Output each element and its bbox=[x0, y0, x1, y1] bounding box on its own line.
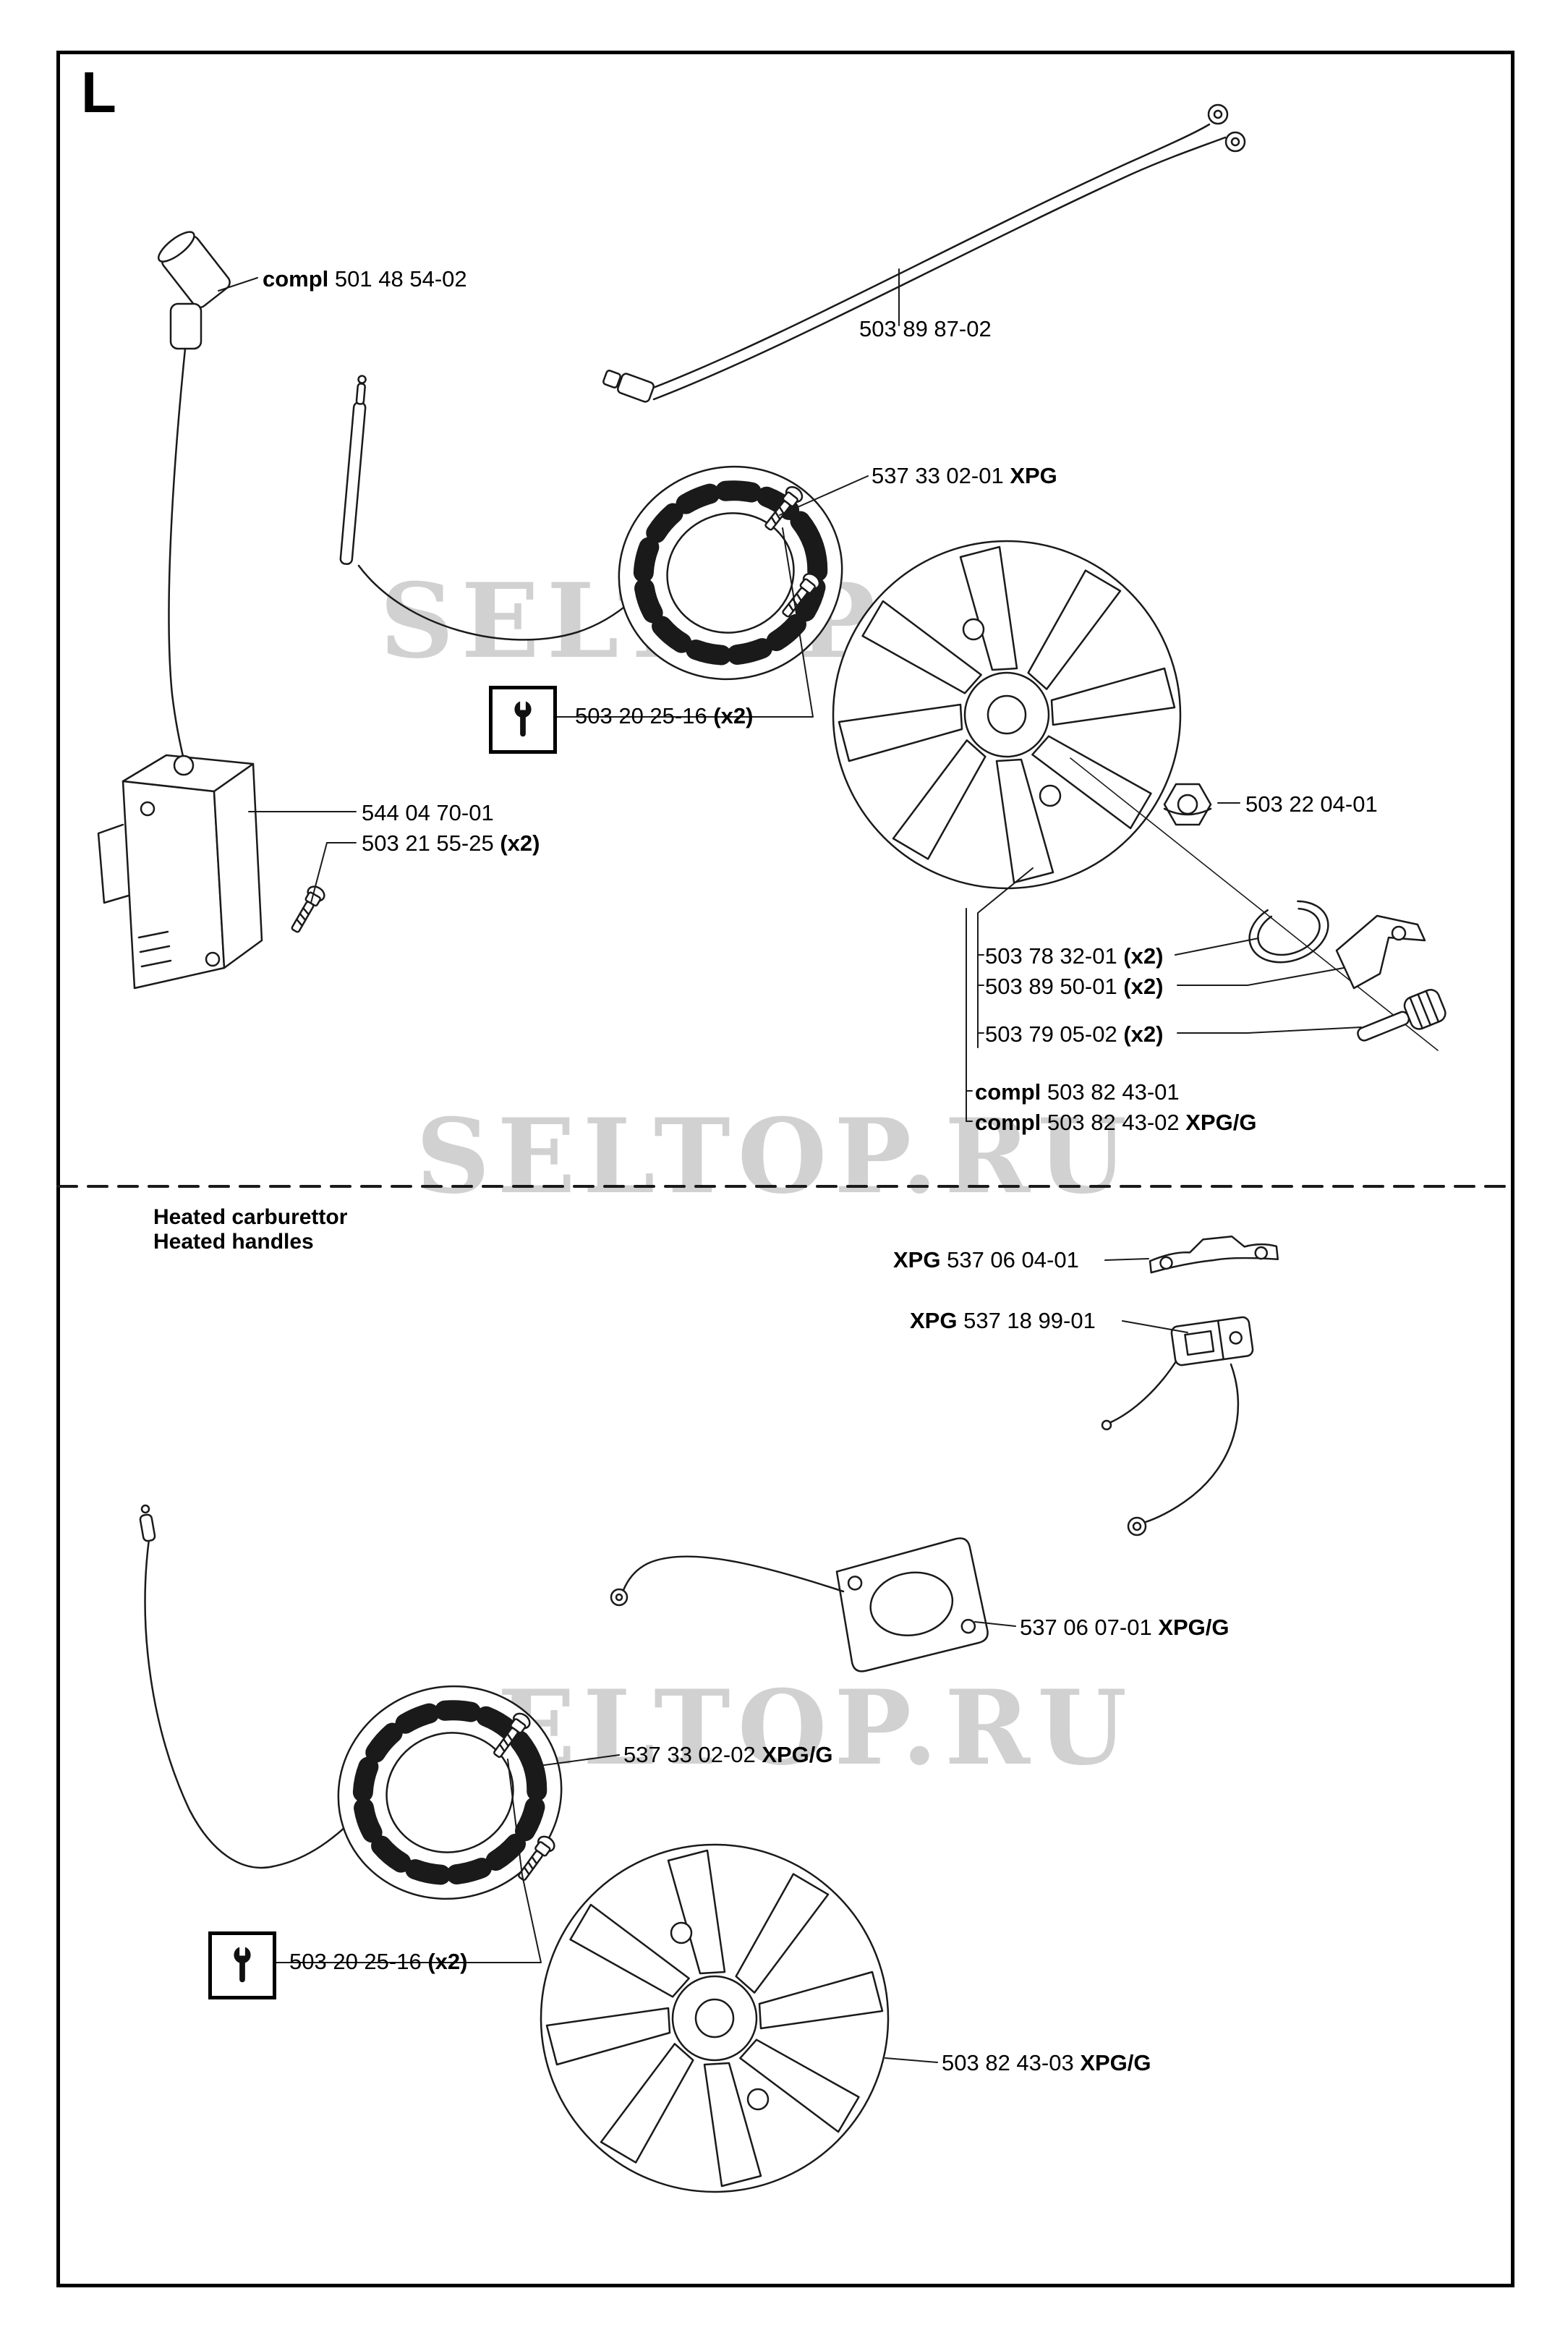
part-label-suffix: XPG bbox=[1003, 463, 1057, 488]
tool-callout-box bbox=[489, 686, 557, 754]
part-number: 503 89 50-01 bbox=[985, 974, 1117, 999]
part-label-prefix: compl bbox=[263, 266, 335, 292]
bottom-section-heading: Heated carburettor Heated handles bbox=[153, 1205, 347, 1254]
pawl-drawing bbox=[1335, 914, 1426, 990]
wire-harness-drawing bbox=[602, 103, 1246, 403]
part-label-nut: 503 22 04-01 bbox=[1245, 791, 1378, 817]
stator-ring-drawing bbox=[310, 1657, 589, 1928]
part-label-module-screws: 503 21 55-25 (x2) bbox=[362, 830, 540, 856]
part-number: 544 04 70-01 bbox=[362, 800, 494, 825]
part-label-flywheel-2: 503 82 43-03 XPG/G bbox=[942, 2050, 1151, 2076]
part-number: 537 33 02-01 bbox=[872, 463, 1004, 488]
part-number: 503 20 25-16 bbox=[575, 703, 707, 728]
flywheel-drawing bbox=[540, 1843, 890, 2193]
plunger-drawing bbox=[1357, 989, 1446, 1042]
part-number: 537 33 02-02 bbox=[623, 1742, 756, 1767]
clamp-drawing bbox=[1248, 900, 1329, 964]
part-label-stator-screws: 503 20 25-16 (x2) bbox=[575, 703, 753, 729]
heating-wire-drawing bbox=[139, 1504, 360, 1869]
part-label-suffix: (x2) bbox=[707, 703, 754, 728]
part-label-prefix: XPG bbox=[893, 1247, 947, 1272]
wrench-icon bbox=[234, 1944, 251, 1983]
section-letter: L bbox=[81, 60, 116, 124]
part-number: 503 78 32-01 bbox=[985, 943, 1117, 969]
part-number: 503 89 87-02 bbox=[859, 316, 992, 341]
part-label-spark-plug-cap: compl 501 48 54-02 bbox=[263, 266, 467, 292]
part-label-bracket: XPG 537 06 04-01 bbox=[893, 1247, 1079, 1273]
part-label-prefix: compl bbox=[975, 1079, 1047, 1105]
part-number: 537 18 99-01 bbox=[963, 1308, 1096, 1333]
part-label-stator: 537 33 02-01 XPG bbox=[872, 463, 1057, 489]
part-label-prefix: compl bbox=[975, 1110, 1047, 1135]
wrench-icon bbox=[514, 699, 532, 737]
part-number: 503 22 04-01 bbox=[1245, 791, 1378, 817]
part-label-plate: 537 06 07-01 XPG/G bbox=[1020, 1615, 1230, 1641]
part-number: 537 06 04-01 bbox=[947, 1247, 1079, 1272]
heating-switch-drawing bbox=[1101, 1316, 1254, 1536]
part-number: 501 48 54-02 bbox=[334, 266, 467, 292]
part-label-pawl: 503 89 50-01 (x2) bbox=[985, 974, 1163, 1000]
ignition-module-drawing bbox=[97, 754, 263, 990]
part-label-flywheel-compl-2: compl 503 82 43-02 XPG/G bbox=[975, 1110, 1256, 1136]
stator-ring-drawing bbox=[591, 438, 869, 708]
part-label-stator-2: 537 33 02-02 XPG/G bbox=[623, 1742, 833, 1768]
spark-plug-cap-drawing bbox=[157, 231, 231, 761]
part-label-suffix: (x2) bbox=[493, 830, 540, 856]
heading-line-2: Heated handles bbox=[153, 1229, 314, 1254]
part-label-prefix: XPG bbox=[910, 1308, 964, 1333]
flywheel-drawing bbox=[832, 540, 1182, 890]
leader-lines bbox=[271, 1258, 1188, 2063]
part-number: 503 79 05-02 bbox=[985, 1021, 1117, 1047]
part-label-suffix: XPG/G bbox=[755, 1742, 833, 1767]
part-label-suffix: (x2) bbox=[1117, 1021, 1164, 1047]
heading-line-1: Heated carburettor bbox=[153, 1205, 348, 1229]
part-label-harness: 503 89 87-02 bbox=[859, 316, 992, 342]
part-number: 503 21 55-25 bbox=[362, 830, 494, 856]
part-number: 537 06 07-01 bbox=[1020, 1615, 1152, 1640]
part-number: 503 82 43-03 bbox=[942, 2050, 1074, 2075]
part-number: 503 82 43-01 bbox=[1047, 1079, 1180, 1105]
part-label-stator-screws-2: 503 20 25-16 (x2) bbox=[289, 1949, 467, 1975]
part-label-flywheel-compl-1: compl 503 82 43-01 bbox=[975, 1079, 1180, 1105]
part-number: 503 20 25-16 bbox=[289, 1949, 422, 1974]
part-label-module: 544 04 70-01 bbox=[362, 800, 494, 826]
part-number: 503 82 43-02 bbox=[1047, 1110, 1180, 1135]
part-label-suffix: XPG/G bbox=[1151, 1615, 1230, 1640]
screw-drawing bbox=[286, 883, 328, 936]
tool-callout-box bbox=[208, 1931, 276, 1999]
part-label-suffix: (x2) bbox=[1117, 974, 1164, 999]
part-label-switch: XPG 537 18 99-01 bbox=[910, 1308, 1096, 1334]
part-label-plunger: 503 79 05-02 (x2) bbox=[985, 1021, 1163, 1047]
part-label-suffix: (x2) bbox=[421, 1949, 468, 1974]
bracket-drawing bbox=[1149, 1235, 1279, 1274]
ignition-lead-drawing bbox=[339, 375, 634, 641]
page-border-frame bbox=[56, 51, 1514, 2287]
part-label-clamp: 503 78 32-01 (x2) bbox=[985, 943, 1163, 969]
assembly-axis-line bbox=[1070, 757, 1439, 1051]
leader-lines bbox=[218, 268, 1362, 1122]
part-label-suffix: XPG/G bbox=[1073, 2050, 1151, 2075]
part-label-suffix: (x2) bbox=[1117, 943, 1164, 969]
part-label-suffix: XPG/G bbox=[1179, 1110, 1257, 1135]
heating-plate-drawing bbox=[610, 1537, 989, 1672]
flywheel-nut-drawing bbox=[1163, 783, 1212, 826]
